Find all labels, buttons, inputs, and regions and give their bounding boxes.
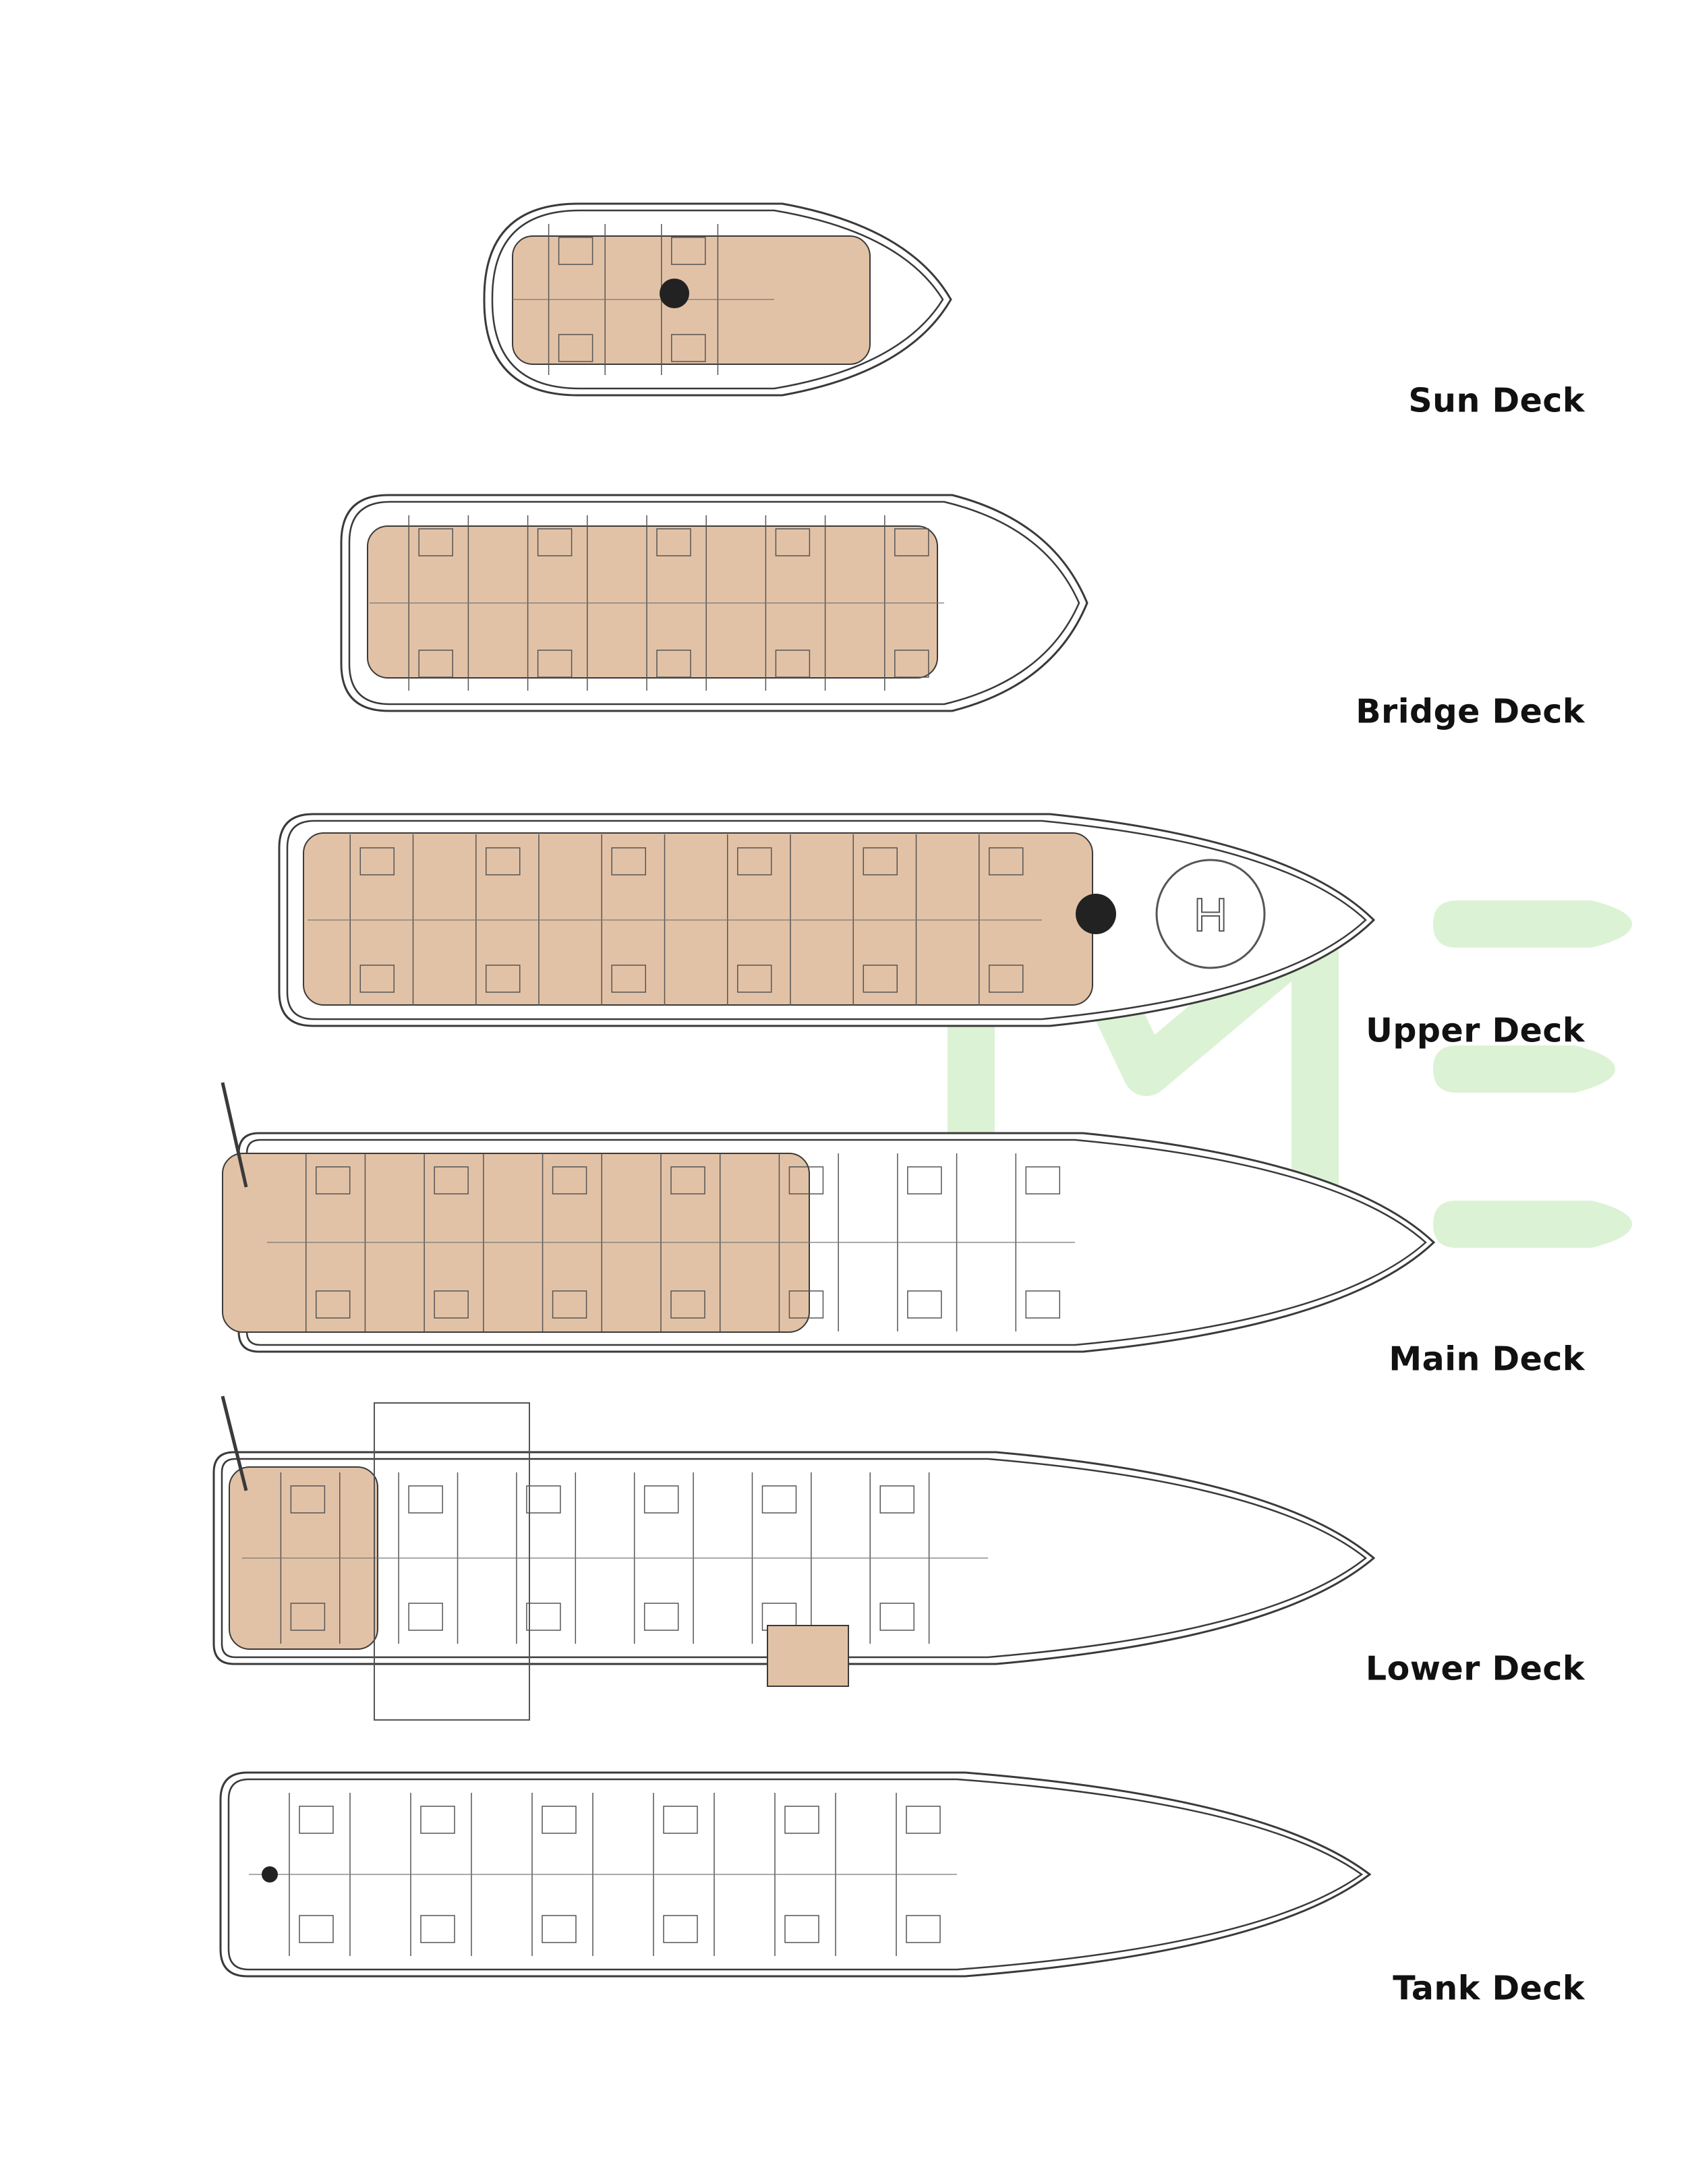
furniture — [737, 965, 772, 993]
furniture — [879, 1485, 914, 1514]
furniture — [1025, 1166, 1061, 1195]
deck-plan-tank — [219, 1771, 1372, 1978]
furniture — [643, 1603, 679, 1631]
furniture — [359, 965, 395, 993]
furniture — [643, 1485, 679, 1514]
furniture — [906, 1806, 941, 1834]
label-bridge-deck: Bridge Deck — [1356, 692, 1585, 731]
furniture — [418, 650, 453, 678]
furniture — [526, 1603, 561, 1631]
furniture — [775, 650, 811, 678]
furniture — [558, 334, 593, 362]
furniture — [788, 1166, 824, 1195]
watermark-e-bar — [1433, 1201, 1632, 1248]
furniture — [784, 1806, 819, 1834]
label-sun-deck: Sun Deck — [1408, 381, 1585, 420]
deck-plan-upper — [278, 813, 1376, 1027]
furniture — [788, 1290, 824, 1319]
teak-deck-area — [512, 235, 871, 365]
furniture — [315, 1166, 351, 1195]
watermark-e-bar — [1433, 1045, 1615, 1093]
furniture — [420, 1806, 455, 1834]
furniture — [542, 1806, 577, 1834]
furniture — [486, 847, 521, 875]
furniture — [359, 847, 395, 875]
furniture — [670, 1290, 705, 1319]
furniture — [537, 528, 573, 556]
furniture — [315, 1290, 351, 1319]
lower-deck-crane — [221, 1396, 248, 1491]
teak-deck-area — [367, 525, 938, 679]
furniture — [784, 1915, 819, 1943]
upper-deck-mast-icon — [1076, 894, 1116, 934]
furniture — [663, 1915, 698, 1943]
deck-plan-sun — [483, 202, 952, 397]
furniture — [290, 1603, 326, 1631]
helipad-circle — [1155, 859, 1266, 969]
furniture — [656, 528, 691, 556]
tank-deck-fitting-icon — [262, 1866, 278, 1883]
furniture — [671, 237, 706, 265]
deck-plan-main — [222, 1132, 1436, 1353]
watermark-e-bar — [1433, 900, 1632, 948]
furniture — [418, 528, 453, 556]
furniture — [879, 1603, 914, 1631]
label-upper-deck: Upper Deck — [1366, 1011, 1585, 1050]
deck-plan-lower — [212, 1451, 1376, 1665]
furniture — [537, 650, 573, 678]
furniture — [420, 1915, 455, 1943]
furniture — [989, 965, 1024, 993]
teak-deck-area — [303, 832, 1093, 1006]
furniture — [775, 528, 811, 556]
main-deck-crane — [221, 1082, 248, 1188]
furniture — [907, 1166, 942, 1195]
furniture — [558, 237, 593, 265]
deck-plan-bridge — [340, 494, 1088, 712]
furniture — [671, 334, 706, 362]
furniture — [611, 847, 646, 875]
furniture — [408, 1485, 443, 1514]
furniture — [761, 1485, 797, 1514]
furniture — [907, 1290, 942, 1319]
furniture — [552, 1290, 587, 1319]
furniture — [1025, 1290, 1061, 1319]
helipad-h-icon: H — [1194, 888, 1228, 941]
furniture — [434, 1290, 469, 1319]
furniture — [408, 1603, 443, 1631]
furniture — [290, 1485, 326, 1514]
furniture — [299, 1915, 334, 1943]
furniture — [737, 847, 772, 875]
furniture — [663, 1806, 698, 1834]
label-tank-deck: Tank Deck — [1393, 1969, 1585, 2008]
furniture — [906, 1915, 941, 1943]
furniture — [670, 1166, 705, 1195]
furniture — [552, 1166, 587, 1195]
furniture — [434, 1166, 469, 1195]
sun-deck-mast-icon — [660, 279, 689, 308]
furniture — [989, 847, 1024, 875]
furniture — [894, 650, 929, 678]
tender-garage-frame — [374, 1402, 530, 1721]
label-main-deck: Main Deck — [1389, 1340, 1585, 1379]
furniture — [894, 528, 929, 556]
furniture — [486, 965, 521, 993]
furniture — [299, 1806, 334, 1834]
side-boarding-platform — [767, 1625, 849, 1687]
furniture — [611, 965, 646, 993]
furniture — [863, 847, 898, 875]
furniture — [542, 1915, 577, 1943]
furniture — [863, 965, 898, 993]
furniture — [526, 1485, 561, 1514]
label-lower-deck: Lower Deck — [1365, 1649, 1585, 1688]
furniture — [656, 650, 691, 678]
